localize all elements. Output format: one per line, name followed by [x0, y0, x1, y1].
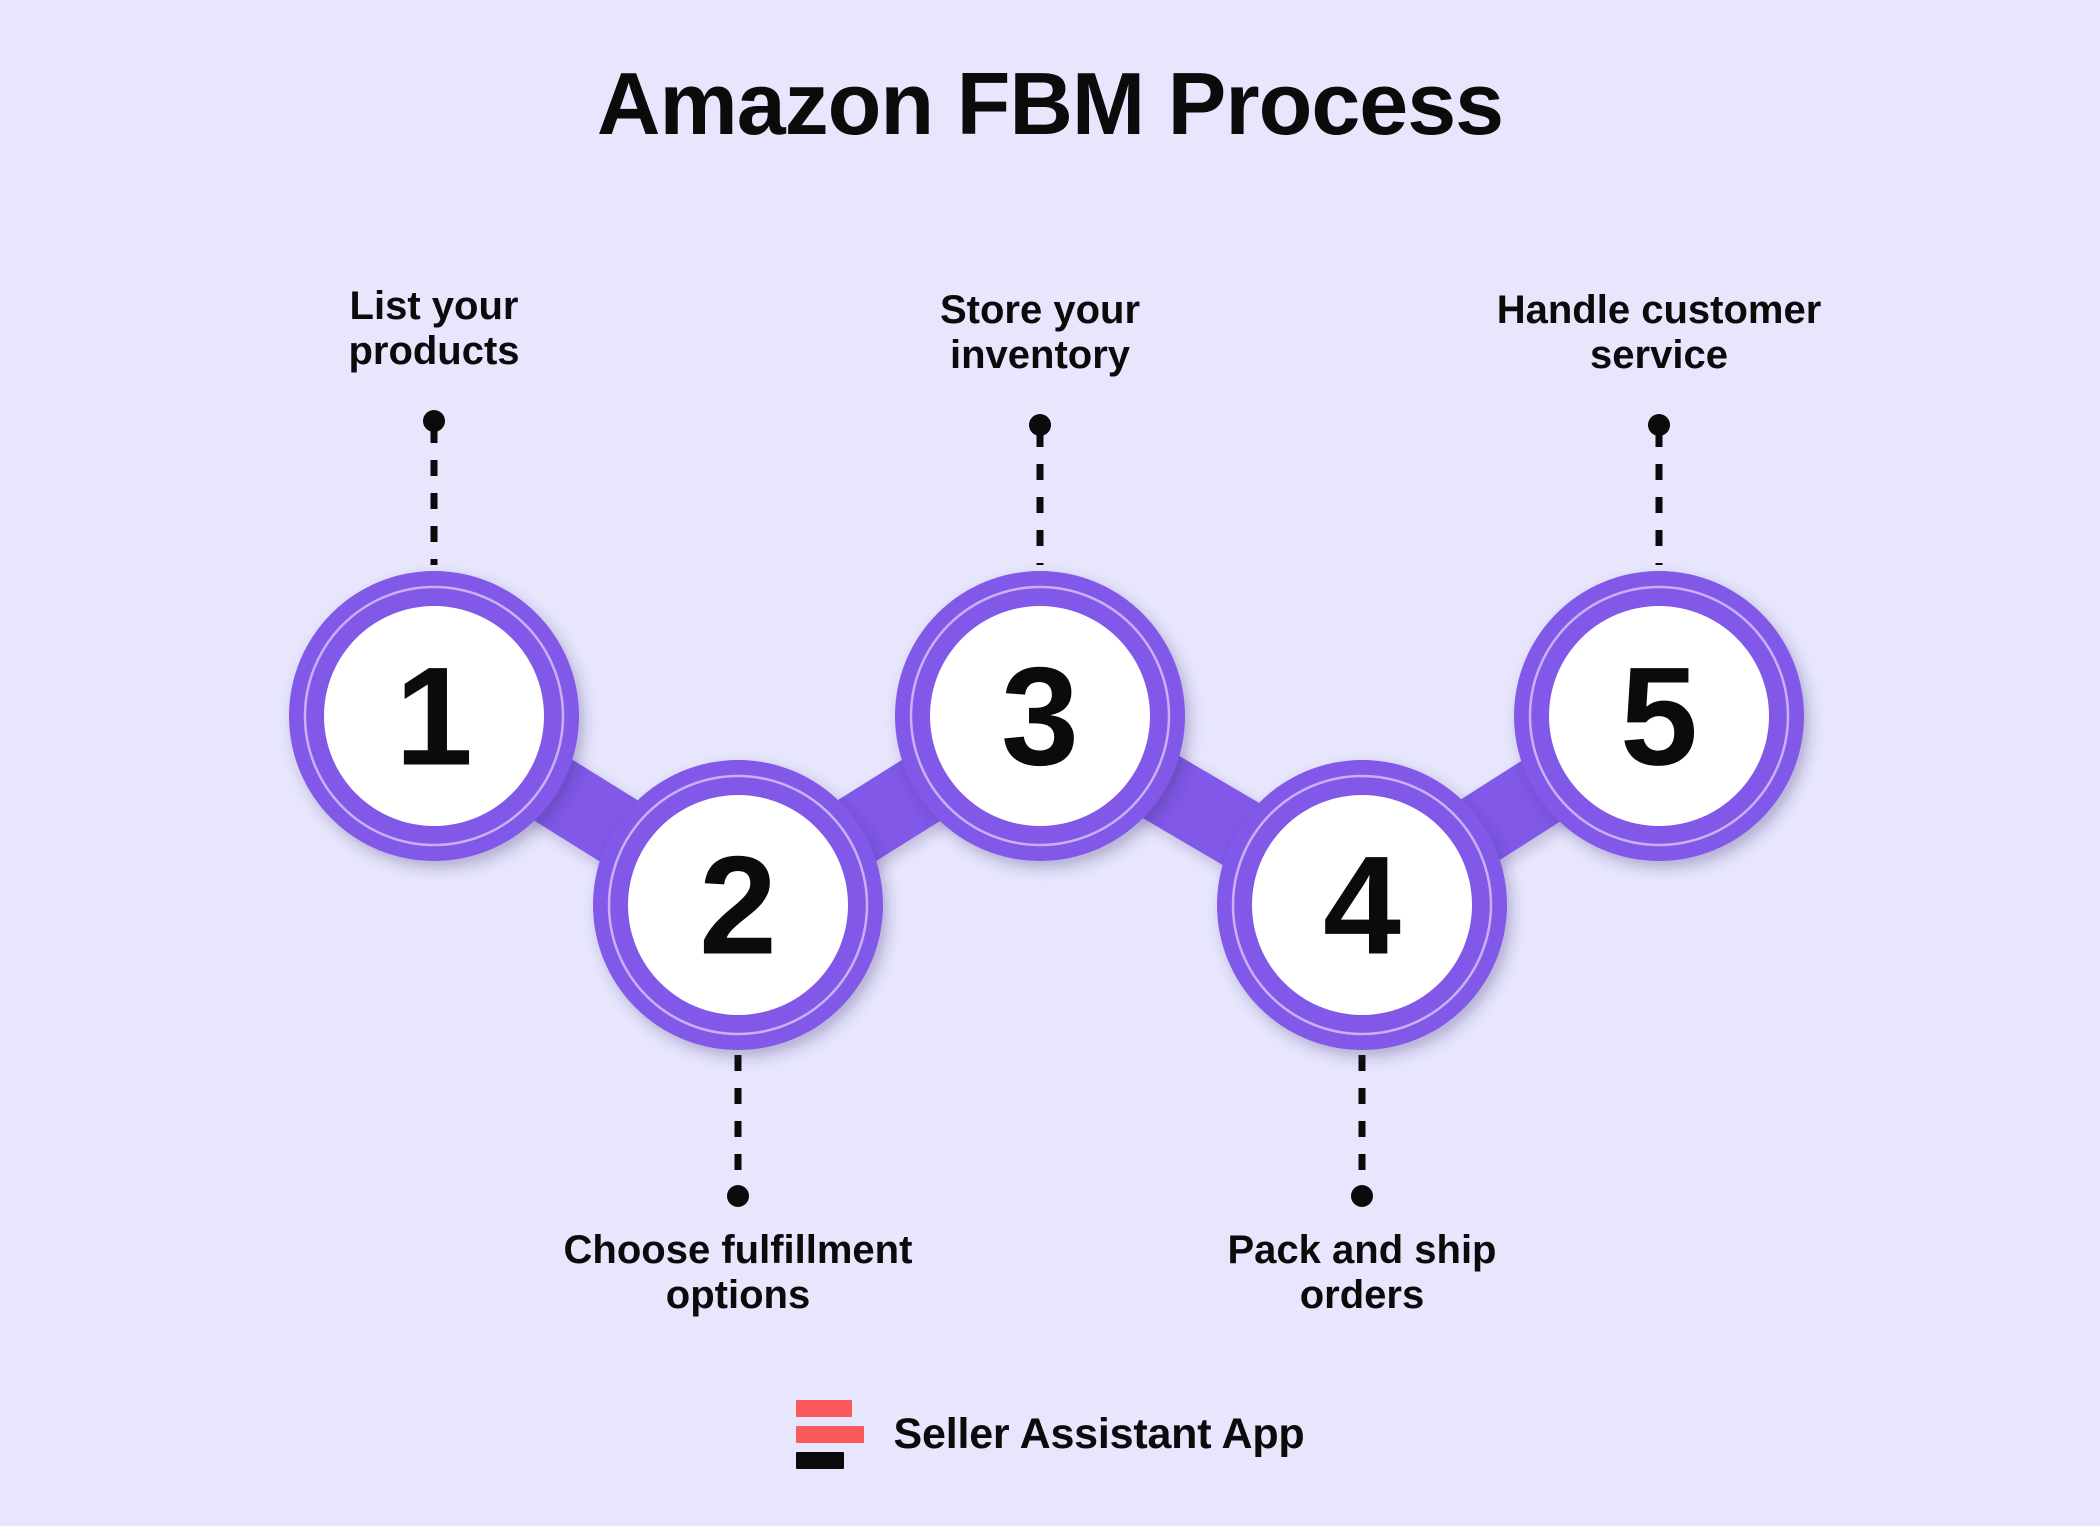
leader-dot-step-3	[1029, 414, 1051, 436]
step-node-2[interactable]: 2	[593, 760, 883, 1050]
step-number-5: 5	[1620, 638, 1698, 795]
step-label-3: Store your inventory	[939, 288, 1141, 377]
brand-footer: Seller Assistant App	[0, 1396, 2100, 1472]
step-node-3[interactable]: 3	[895, 571, 1185, 861]
brand-name: Seller Assistant App	[893, 1409, 1305, 1458]
step-number-3: 3	[1001, 638, 1079, 795]
seller-assistant-logo-icon	[795, 1396, 868, 1472]
step-label-5: Handle customer service	[1496, 288, 1822, 377]
logo-bar-bottom-icon	[795, 1452, 844, 1469]
step-label-1: List your products	[348, 284, 520, 373]
step-number-4: 4	[1323, 827, 1401, 984]
leader-dot-step-2	[727, 1185, 749, 1207]
leader-dot-step-4	[1351, 1185, 1373, 1207]
leader-group	[423, 410, 1670, 1207]
logo-bar-top-icon	[795, 1400, 852, 1417]
leader-dot-step-1	[423, 410, 445, 432]
step-node-1[interactable]: 1	[289, 571, 579, 861]
leader-dot-step-5	[1648, 414, 1670, 436]
step-node-5[interactable]: 5	[1514, 571, 1804, 861]
logo-bar-middle-icon	[795, 1426, 864, 1443]
page-title: Amazon FBM Process	[596, 54, 1504, 153]
step-label-2: Choose fulfillment options	[563, 1228, 913, 1317]
step-label-4: Pack and ship orders	[1227, 1228, 1497, 1317]
step-number-1: 1	[395, 638, 473, 795]
step-number-2: 2	[699, 827, 777, 984]
step-node-4[interactable]: 4	[1217, 760, 1507, 1050]
